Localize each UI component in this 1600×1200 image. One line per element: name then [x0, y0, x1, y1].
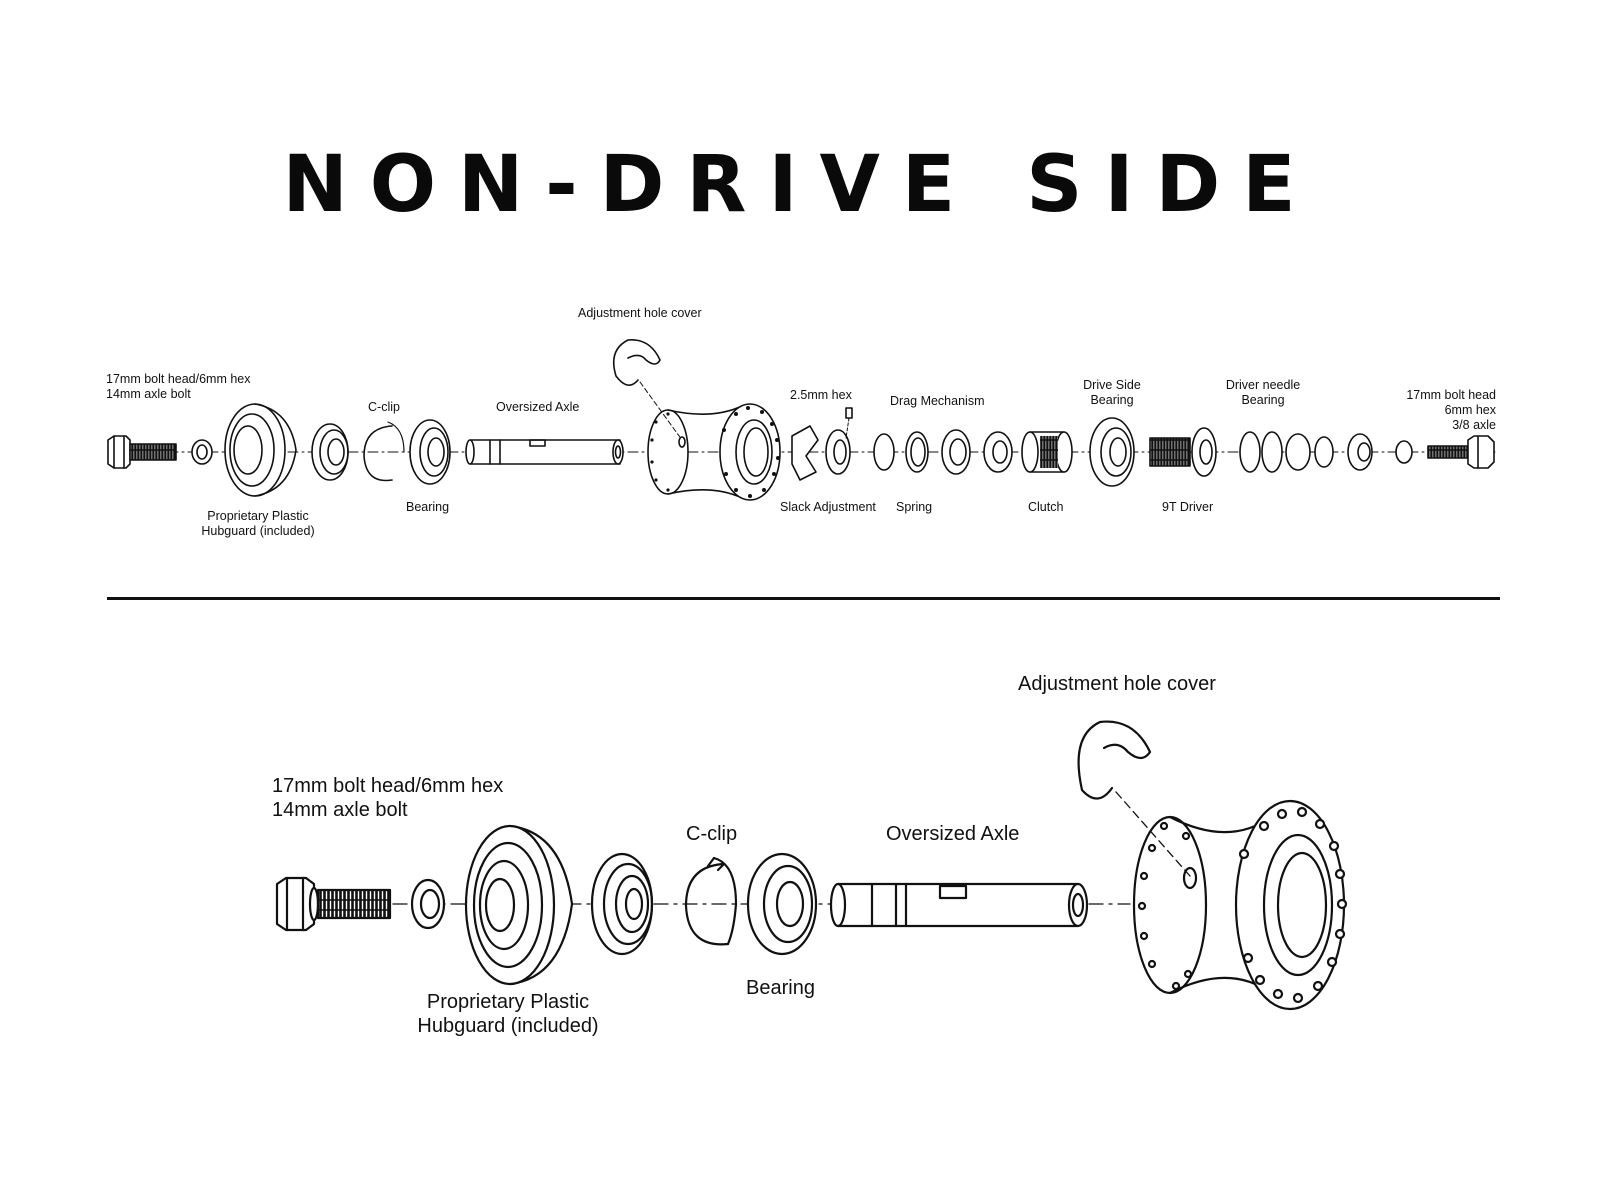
bottom-axle: [829, 882, 1089, 928]
top-label-cclip: C-clip: [368, 400, 400, 414]
top-needle-bearing: [1239, 431, 1413, 473]
top-label-hubguard: Proprietary Plastic Hubguard (included): [188, 509, 328, 539]
top-washer: [191, 439, 213, 465]
section-divider: [107, 597, 1500, 600]
bottom-label-axle-bolt-line1: 17mm bolt head/6mm hex: [272, 775, 504, 797]
bottom-axle-bolt: [275, 876, 392, 932]
top-label-needle-line2: Bearing: [1241, 393, 1285, 407]
bottom-label-axle-bolt: 17mm bolt head/6mm hex 14mm axle bolt: [272, 774, 503, 822]
bottom-label-cclip: C-clip: [686, 823, 738, 845]
top-hole-cover: [612, 339, 683, 441]
top-label-drive-bearing: Drive Side Bearing: [1074, 378, 1150, 408]
top-label-end-bolt-line3: 3/8 axle: [1452, 418, 1496, 432]
top-label-axle: Oversized Axle: [496, 400, 580, 414]
top-cup: [311, 423, 349, 481]
top-axle-bolt: [107, 435, 177, 469]
bottom-hubguard: [464, 824, 574, 986]
top-drive-bearing: [1089, 417, 1135, 487]
bottom-label-axle: Oversized Axle: [886, 823, 1020, 845]
bottom-hole-cover: [1077, 720, 1191, 877]
page-title: NON-DRIVE SIDE: [282, 140, 1318, 230]
top-label-drag: Drag Mechanism: [890, 394, 985, 408]
bottom-hub-shell: [1132, 799, 1348, 1011]
top-label-bearing: Bearing: [406, 500, 450, 514]
top-label-end-bolt-line1: 17mm bolt head: [1406, 388, 1496, 402]
bottom-washer: [410, 878, 446, 930]
top-label-driver: 9T Driver: [1162, 500, 1214, 514]
top-label-drive-bearing-line1: Drive Side: [1083, 378, 1141, 392]
top-label-needle-line1: Driver needle: [1225, 378, 1301, 392]
bottom-cup: [590, 852, 654, 956]
top-hubguard: [224, 403, 297, 497]
bottom-label-hole-cover: Adjustment hole cover: [1018, 673, 1216, 695]
top-label-hubguard-line2: Hubguard (included): [201, 524, 315, 538]
top-hub-shell: [647, 403, 781, 501]
bottom-bearing: [746, 852, 818, 956]
top-label-end-bolt: 17mm bolt head 6mm hex 3/8 axle: [1390, 388, 1496, 433]
top-label-drive-bearing-line2: Bearing: [1090, 393, 1134, 407]
top-label-needle-bearing: Driver needle Bearing: [1218, 378, 1308, 408]
top-bearing: [409, 419, 451, 485]
top-label-hubguard-line1: Proprietary Plastic: [207, 509, 309, 523]
top-cclip: [363, 425, 393, 482]
top-label-axle-bolt: 17mm bolt head/6mm hex 14mm axle bolt: [106, 372, 251, 402]
top-slack-adjuster: [791, 407, 853, 481]
top-label-end-bolt-line2: 6mm hex: [1444, 403, 1496, 417]
bottom-exploded-row: [275, 720, 1348, 1011]
top-clutch: [1021, 431, 1073, 473]
bottom-label-hubguard-line2: Hubguard (included): [417, 1015, 599, 1037]
top-label-spring: Spring: [896, 500, 933, 514]
top-label-hole-cover: Adjustment hole cover: [578, 306, 702, 320]
top-ring: [873, 433, 895, 471]
bottom-label-hubguard: Proprietary Plastic Hubguard (included): [408, 990, 608, 1038]
top-end-bolt: [1427, 435, 1495, 469]
top-axle: [465, 439, 624, 465]
bottom-label-axle-bolt-line2: 14mm axle bolt: [272, 799, 408, 821]
top-label-slack: Slack Adjustment: [780, 500, 876, 514]
top-label-axle-bolt-line2: 14mm axle bolt: [106, 387, 191, 401]
top-exploded-row: [107, 339, 1496, 501]
top-9t-driver: [1149, 427, 1217, 477]
top-label-axle-bolt-line1: 17mm bolt head/6mm hex: [106, 372, 251, 386]
bottom-label-hubguard-line1: Proprietary Plastic: [426, 991, 590, 1013]
top-label-hex: 2.5mm hex: [790, 388, 852, 402]
top-label-clutch: Clutch: [1028, 500, 1064, 514]
bottom-label-bearing: Bearing: [746, 977, 815, 999]
bottom-cclip: [684, 856, 738, 946]
top-drag-mechanism: [941, 429, 1013, 475]
